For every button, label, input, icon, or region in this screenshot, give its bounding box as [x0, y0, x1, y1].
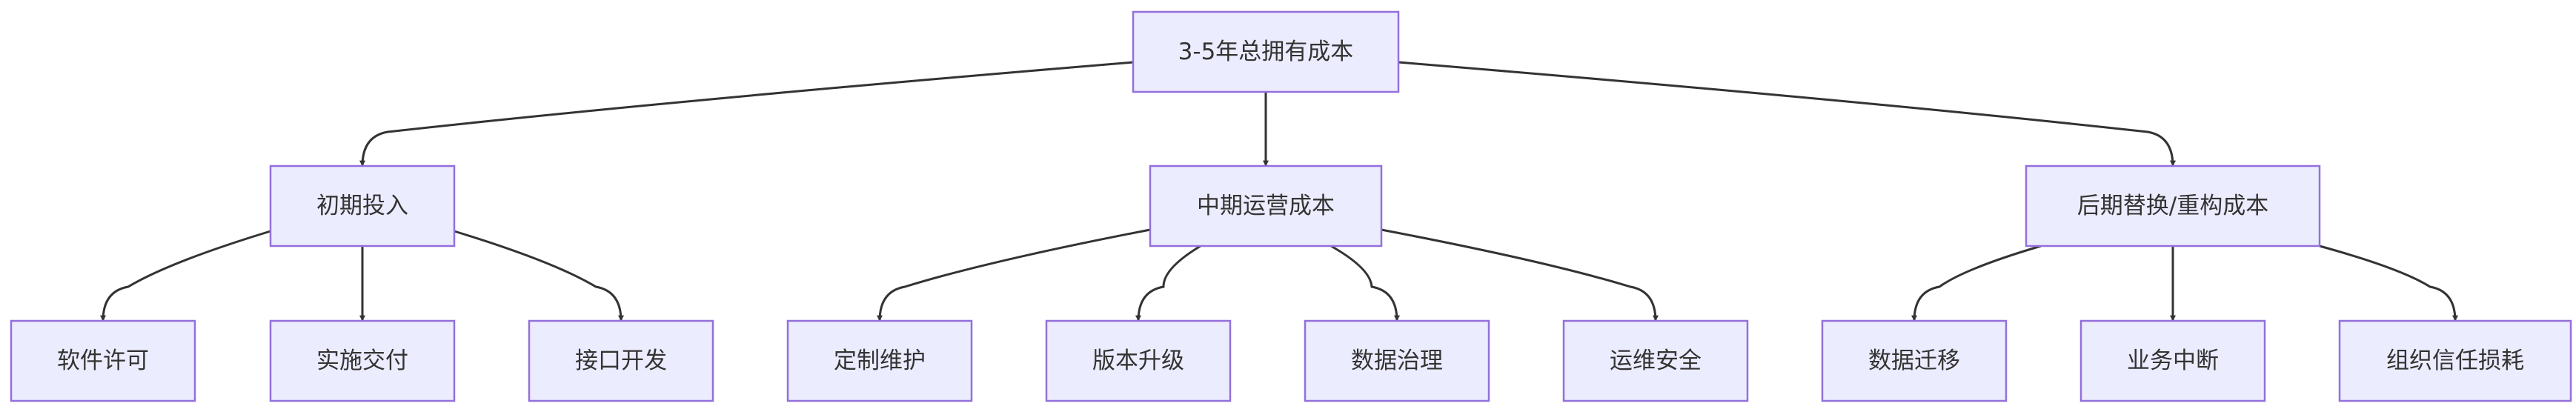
- node-box-governance: [1304, 319, 1490, 402]
- node-label-license: 软件许可: [57, 348, 149, 374]
- node-opsec: 运维安全: [1562, 319, 1749, 402]
- node-initial: 初期投入: [269, 165, 456, 247]
- node-migration: 数据迁移: [1821, 319, 2008, 402]
- node-label-upgrade: 版本升级: [1092, 348, 1184, 374]
- node-delivery: 实施交付: [269, 319, 456, 402]
- node-box-migration: [1821, 319, 2008, 402]
- edge-mid-opsec: [1381, 228, 1659, 322]
- edge-root-initial: [359, 61, 1134, 167]
- node-box-mid: [1149, 165, 1383, 247]
- edge-mid-custom: [877, 228, 1151, 322]
- node-license: 软件许可: [10, 319, 196, 402]
- node-trust: 组织信任损耗: [2338, 319, 2572, 402]
- node-label-initial: 初期投入: [316, 193, 408, 219]
- edges-layer: [100, 61, 2458, 322]
- node-box-license: [10, 319, 196, 402]
- node-box-initial: [269, 165, 456, 247]
- node-label-interrupt: 业务中断: [2127, 348, 2219, 374]
- node-mid: 中期运营成本: [1149, 165, 1383, 247]
- edge-mid-governance: [1330, 245, 1400, 322]
- node-box-custom: [786, 319, 973, 402]
- edge-late-migration: [1911, 245, 2042, 322]
- node-box-delivery: [269, 319, 456, 402]
- node-box-root: [1132, 10, 1400, 93]
- node-label-mid: 中期运营成本: [1197, 193, 1335, 219]
- node-governance: 数据治理: [1304, 319, 1490, 402]
- node-interface: 接口开发: [528, 319, 714, 402]
- node-custom: 定制维护: [786, 319, 973, 402]
- edge-mid-upgrade: [1135, 245, 1201, 322]
- node-label-late: 后期替换/重构成本: [2077, 193, 2268, 219]
- node-label-opsec: 运维安全: [1610, 348, 1702, 374]
- edge-initial-interface: [454, 230, 624, 322]
- node-upgrade: 版本升级: [1045, 319, 1232, 402]
- node-label-root: 3-5年总拥有成本: [1178, 39, 1354, 65]
- node-label-custom: 定制维护: [834, 348, 926, 374]
- node-box-interface: [528, 319, 714, 402]
- node-late: 后期替换/重构成本: [2025, 165, 2321, 247]
- node-label-delivery: 实施交付: [316, 348, 408, 374]
- node-box-interrupt: [2079, 319, 2266, 402]
- node-label-governance: 数据治理: [1351, 348, 1443, 374]
- edge-initial-license: [100, 230, 271, 322]
- node-label-migration: 数据迁移: [1868, 348, 1960, 374]
- node-root: 3-5年总拥有成本: [1132, 10, 1400, 93]
- node-box-opsec: [1562, 319, 1749, 402]
- edge-late-trust: [2319, 245, 2458, 322]
- node-interrupt: 业务中断: [2079, 319, 2266, 402]
- edge-root-late: [1398, 61, 2176, 167]
- node-label-trust: 组织信任损耗: [2386, 348, 2524, 374]
- node-box-trust: [2338, 319, 2572, 402]
- node-box-upgrade: [1045, 319, 1232, 402]
- node-box-late: [2025, 165, 2321, 247]
- node-label-interface: 接口开发: [575, 348, 667, 374]
